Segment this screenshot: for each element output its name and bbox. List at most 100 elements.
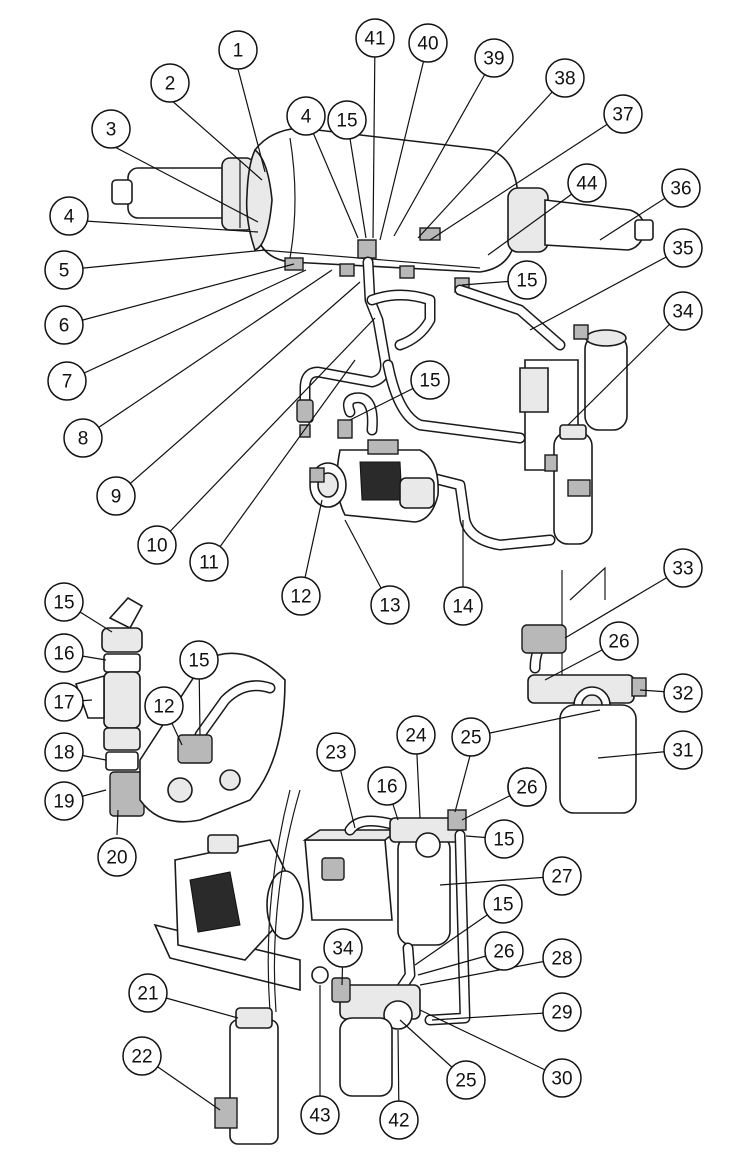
callout-circle — [44, 582, 84, 622]
callout-circle — [286, 96, 326, 136]
callout-number: 26 — [516, 778, 537, 799]
callout-circle — [323, 928, 363, 968]
callout-number: 6 — [59, 316, 70, 337]
callout-number: 25 — [460, 728, 481, 749]
callout-15: 15 — [483, 884, 523, 924]
callout-25: 25 — [446, 1060, 486, 1100]
callout-circle — [379, 1100, 419, 1140]
callout-7: 7 — [47, 361, 87, 401]
callout-number: 8 — [78, 429, 89, 450]
callout-8: 8 — [63, 418, 103, 458]
main-tank — [245, 127, 519, 273]
callout-23: 23 — [316, 732, 356, 772]
callout-circle — [484, 819, 524, 859]
callout-circle — [663, 730, 703, 770]
callout-number: 4 — [301, 107, 312, 128]
callout-circle — [91, 109, 131, 149]
callout-circle — [663, 548, 703, 588]
callout-circle — [663, 228, 703, 268]
callout-number: 1 — [233, 41, 244, 62]
callout-circle — [663, 673, 703, 713]
callout-number: 16 — [53, 644, 74, 665]
right-filter-assembly — [519, 324, 628, 545]
callout-number: 43 — [309, 1106, 330, 1127]
callout-circle — [327, 100, 367, 140]
callout-5: 5 — [44, 250, 84, 290]
callout-number: 15 — [493, 830, 514, 851]
callout-number: 9 — [111, 487, 122, 508]
callout-42: 42 — [379, 1100, 419, 1140]
callout-circle — [507, 767, 547, 807]
callout-number: 19 — [53, 792, 74, 813]
callout-circle — [44, 781, 84, 821]
callout-circle — [661, 168, 701, 208]
callout-number: 15 — [419, 371, 440, 392]
callout-circle — [281, 576, 321, 616]
callout-number: 28 — [551, 949, 572, 970]
callout-15: 15 — [44, 582, 84, 622]
callout-number: 22 — [131, 1047, 152, 1068]
callout-number: 34 — [672, 302, 694, 323]
callout-number: 15 — [188, 651, 209, 672]
callout-number: 7 — [62, 372, 73, 393]
callout-26: 26 — [484, 931, 524, 971]
callout-number: 35 — [672, 239, 693, 260]
callout-15: 15 — [410, 360, 450, 400]
callout-circle — [44, 732, 84, 772]
callout-number: 40 — [417, 34, 438, 55]
valve-detail — [74, 596, 286, 823]
callout-41: 41 — [355, 18, 395, 58]
callout-number: 2 — [165, 74, 176, 95]
callout-circle — [63, 418, 103, 458]
callout-43: 43 — [300, 1095, 340, 1135]
callout-circle — [443, 586, 483, 626]
callout-number: 26 — [493, 942, 514, 963]
callout-4: 4 — [49, 196, 89, 236]
callout-circle — [474, 38, 514, 78]
callout-44: 44 — [567, 163, 607, 203]
callout-number: 34 — [332, 939, 354, 960]
callout-number: 17 — [53, 693, 74, 714]
callout-number: 33 — [672, 559, 693, 580]
callout-circle — [144, 686, 184, 726]
callout-33: 33 — [663, 548, 703, 588]
callout-39: 39 — [474, 38, 514, 78]
callout-number: 29 — [551, 1003, 572, 1024]
callout-34: 34 — [663, 291, 703, 331]
callout-15: 15 — [179, 640, 219, 680]
callout-circle — [567, 163, 607, 203]
callout-circle — [367, 766, 407, 806]
callout-circle — [316, 732, 356, 772]
callout-circle — [396, 715, 436, 755]
callout-15: 15 — [484, 819, 524, 859]
callout-number: 15 — [53, 593, 74, 614]
callout-number: 27 — [551, 867, 572, 888]
callout-9: 9 — [96, 476, 136, 516]
callout-number: 13 — [379, 596, 400, 617]
lower-assembly — [153, 789, 471, 1145]
callout-22: 22 — [122, 1036, 162, 1076]
callout-number: 15 — [336, 111, 357, 132]
callout-number: 15 — [492, 895, 513, 916]
callout-number: 37 — [612, 105, 633, 126]
callout-6: 6 — [44, 305, 84, 345]
callout-circle — [542, 1058, 582, 1098]
inline-fittings — [296, 399, 353, 439]
callout-18: 18 — [44, 732, 84, 772]
callout-number: 12 — [290, 587, 311, 608]
callout-30: 30 — [542, 1058, 582, 1098]
upper-assembly — [111, 127, 654, 551]
callout-circle — [542, 938, 582, 978]
callout-circle — [44, 305, 84, 345]
callout-number: 12 — [153, 697, 174, 718]
callout-number: 25 — [455, 1071, 476, 1092]
callout-number: 32 — [672, 684, 693, 705]
callout-circle — [542, 992, 582, 1032]
callout-27: 27 — [542, 856, 582, 896]
callout-number: 21 — [137, 984, 158, 1005]
callout-circle — [44, 682, 84, 722]
callout-3: 3 — [91, 109, 131, 149]
callout-number: 44 — [576, 174, 598, 195]
callout-number: 4 — [64, 207, 75, 228]
